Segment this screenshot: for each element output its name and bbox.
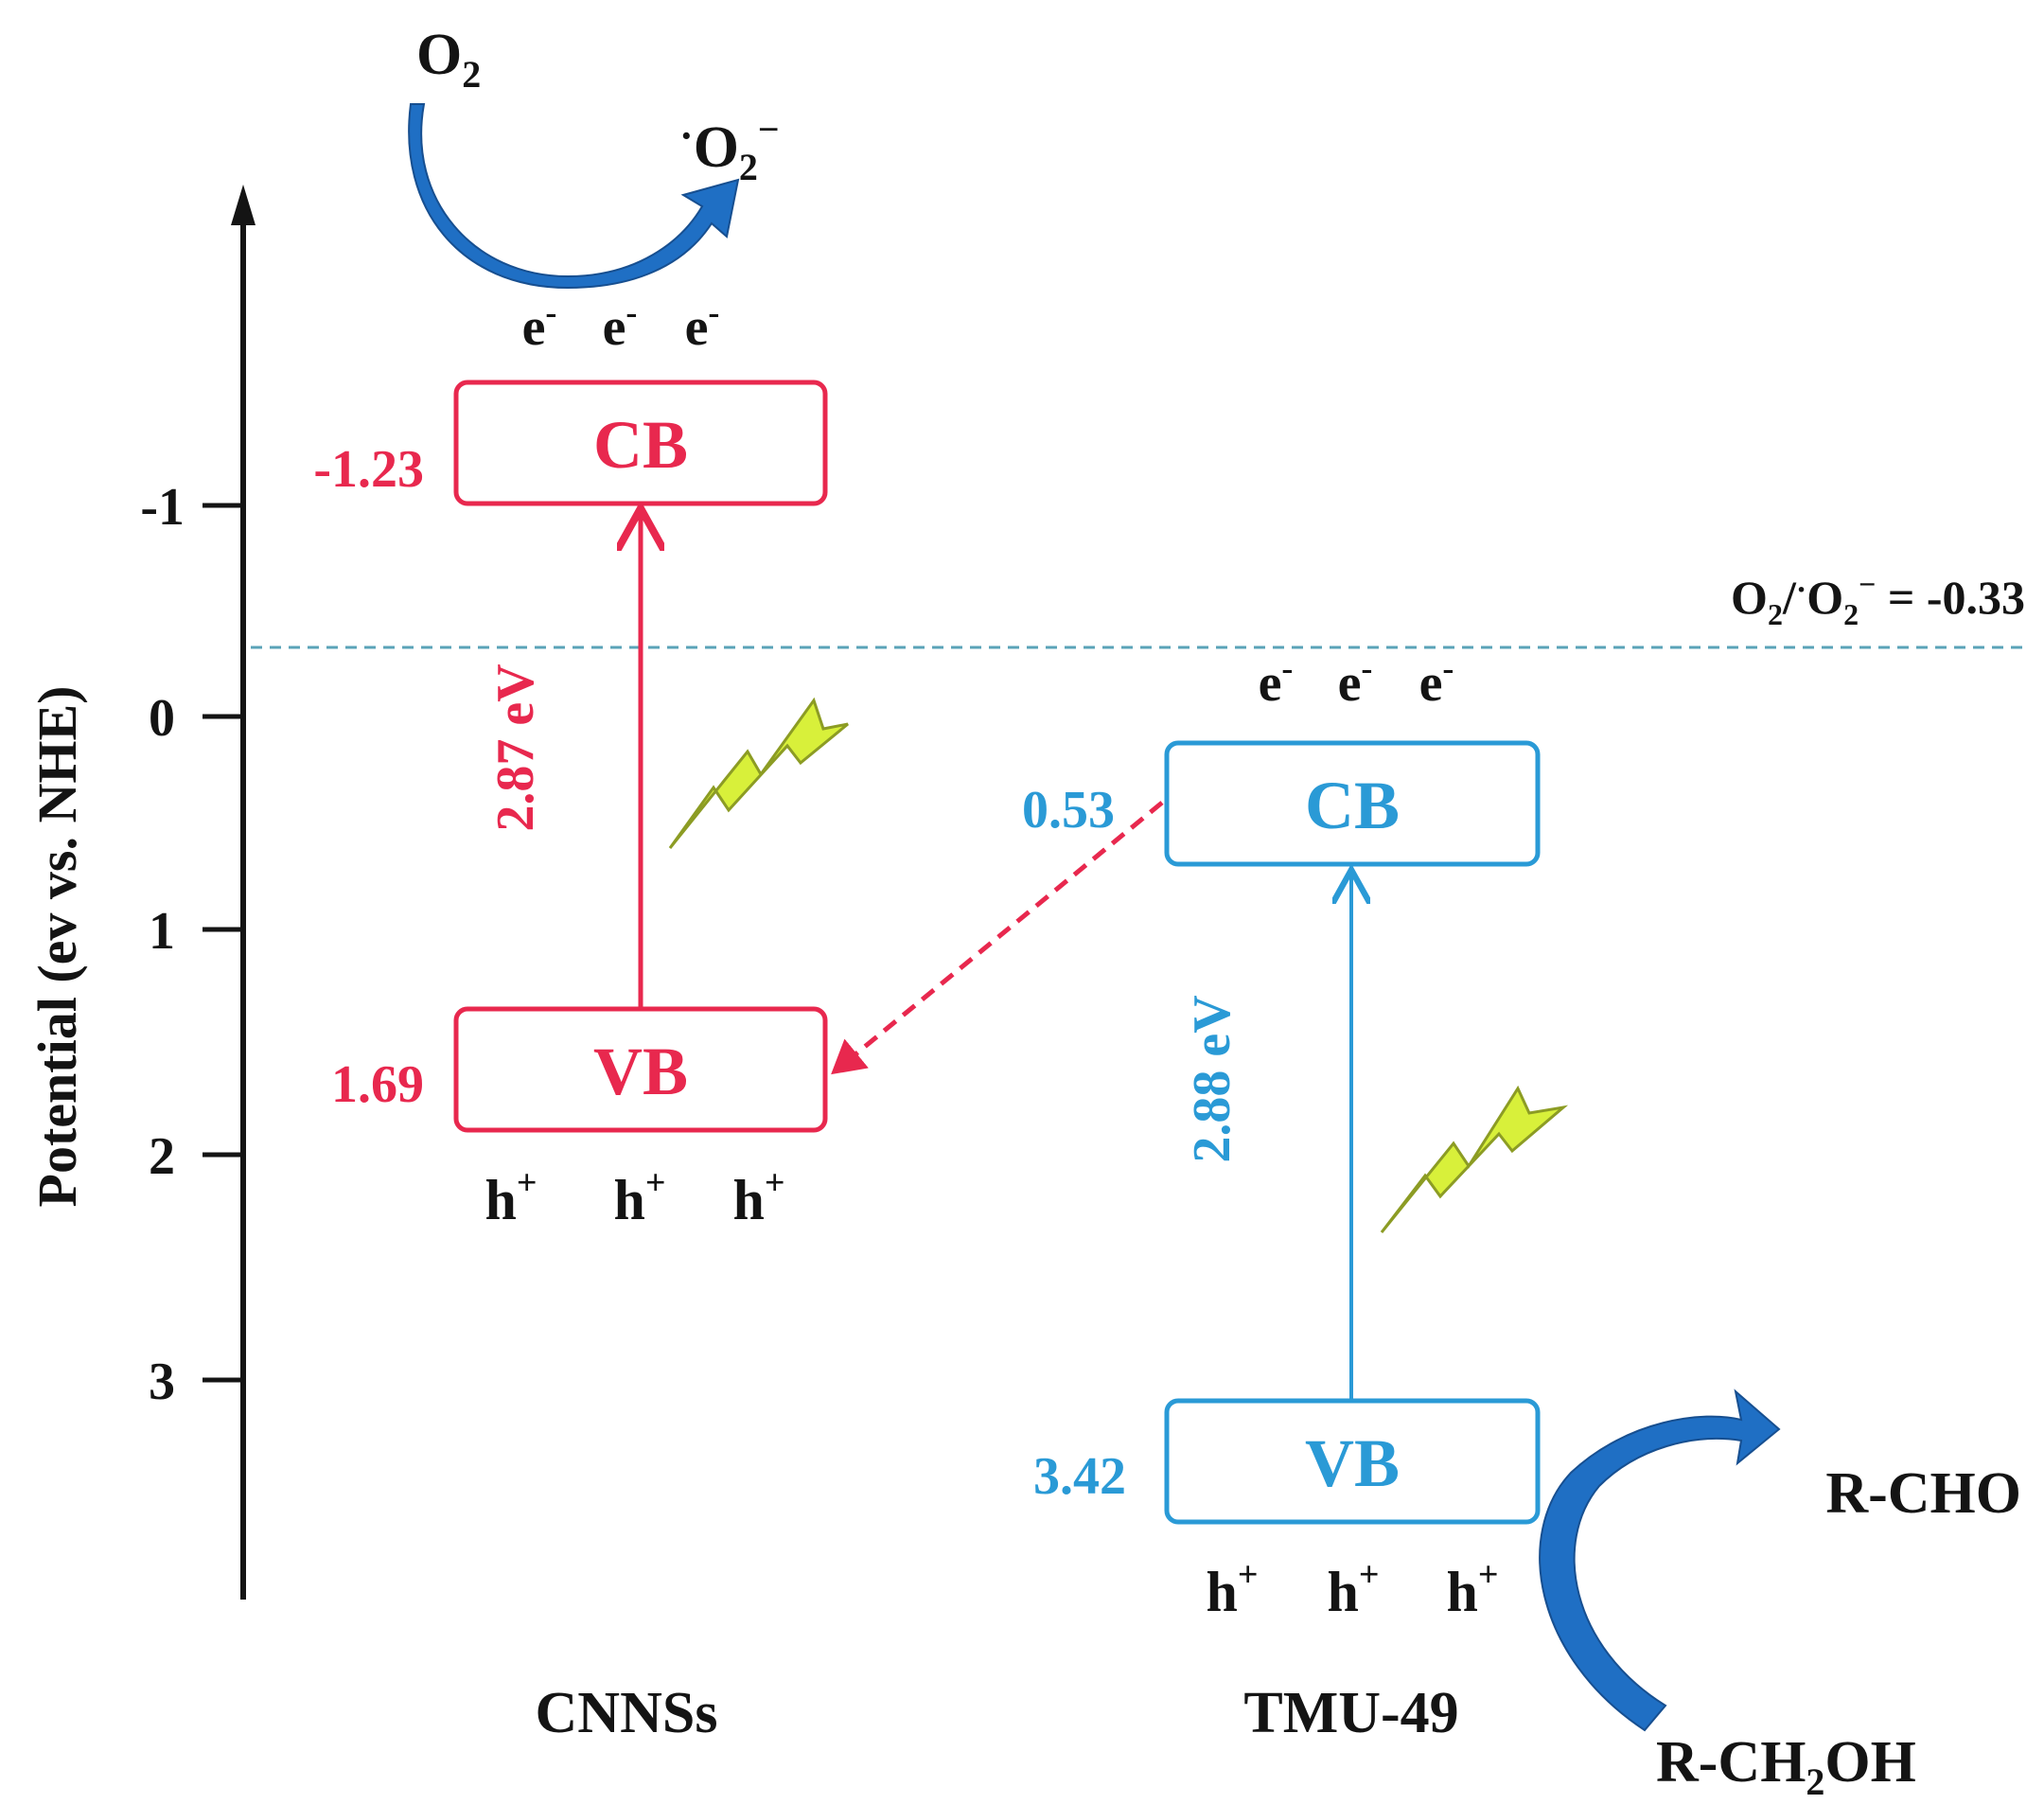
- y-tick-label: 2: [149, 1127, 175, 1186]
- product-label: R-CHO: [1825, 1461, 2021, 1526]
- oxygen-reduction: O2 ·O2−: [408, 23, 780, 290]
- tmu-group: e- e- e- CB 0.53 2.88 eV VB 3.42 h+ h+ h…: [1022, 649, 1569, 1745]
- tmu-vb-box: [1164, 1398, 1541, 1525]
- cnns-gap-label: 2.87 eV: [486, 663, 545, 831]
- hole-label: h+: [732, 1163, 784, 1231]
- cnns-vb-label: VB: [593, 1034, 688, 1109]
- hole-label: h+: [613, 1163, 665, 1231]
- tmu-vb-value: 3.42: [1033, 1447, 1126, 1506]
- alcohol-oxidation: R-CHO R-CH2OH: [1539, 1388, 2021, 1803]
- cnns-vb-value: 1.69: [331, 1055, 424, 1114]
- y-axis-title: Potential (ev vs. NHE): [26, 686, 88, 1208]
- electron-transfer-arrow: [831, 801, 1164, 1075]
- cnns-cb-label: CB: [593, 407, 688, 483]
- curved-arrow-icon: [408, 103, 740, 290]
- hole-label: h+: [1206, 1555, 1258, 1623]
- hole-label: h+: [1327, 1555, 1379, 1623]
- o2-label: O2: [416, 23, 481, 96]
- electron-label: e-: [522, 293, 557, 357]
- y-tick-label: -1: [140, 478, 185, 537]
- tmu-gap-label: 2.88 eV: [1183, 995, 1242, 1162]
- y-axis: -1 0 1 2 3 Potential (ev vs. NHE): [26, 185, 256, 1600]
- hole-label: h+: [1446, 1555, 1498, 1623]
- tmu-vb-label: VB: [1305, 1425, 1400, 1501]
- curved-arrow-icon: [1539, 1388, 1781, 1732]
- cnns-cb-value: -1.23: [313, 440, 424, 499]
- redox-reference: O2/·O2− = -0.33: [251, 567, 2025, 649]
- electron-label: e-: [685, 293, 720, 357]
- superoxide-label: ·O2−: [679, 108, 780, 188]
- electron-label: e-: [1259, 649, 1294, 713]
- electron-label: e-: [1338, 649, 1373, 713]
- electron-label: e-: [603, 293, 638, 357]
- y-tick-label: 0: [149, 689, 175, 748]
- y-tick-label: 3: [149, 1353, 175, 1411]
- cnns-group: e- e- e- CB -1.23 2.87 eV VB 1.69 h+ h+ …: [313, 293, 849, 1745]
- lightning-bolt-icon: [668, 697, 849, 849]
- y-tick-label: 1: [149, 902, 175, 961]
- cnns-vb-box: [453, 1006, 828, 1133]
- tmu-cb-box: [1164, 740, 1541, 867]
- hole-label: h+: [485, 1163, 537, 1231]
- tmu-name: TMU-49: [1243, 1681, 1458, 1745]
- cnns-name: CNNSs: [536, 1681, 718, 1745]
- tmu-cb-value: 0.53: [1022, 781, 1115, 840]
- lightning-bolt-icon: [1380, 1085, 1569, 1233]
- reference-label: O2/·O2− = -0.33: [1731, 567, 2025, 631]
- reactant-label: R-CH2OH: [1656, 1730, 1916, 1803]
- tmu-cb-label: CB: [1305, 768, 1400, 843]
- axis-arrow-icon: [231, 185, 256, 225]
- electron-label: e-: [1419, 649, 1454, 713]
